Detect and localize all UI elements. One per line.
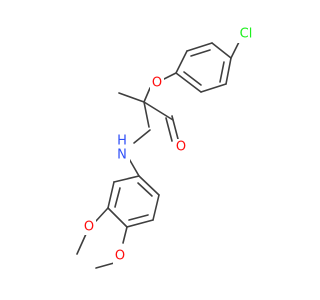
bond-ring1-c	[211, 42, 232, 59]
bond-c-cl	[230, 41, 240, 59]
bond-ring1-e	[200, 83, 227, 93]
bond-ring2-e	[152, 194, 160, 221]
atom-label-layer: Cl O O H N O O	[82, 25, 258, 264]
bond-ring1-a	[175, 50, 188, 74]
bond-ring1-f	[175, 72, 202, 93]
amide-nitrogen-atom-label: N	[117, 148, 127, 163]
carbonyl-oxygen-atom-label: O	[176, 140, 186, 155]
bond-ring2-d-inner	[128, 214, 149, 221]
bond-ring2-f-inner	[137, 182, 153, 197]
chlorine-atom-label: Cl	[240, 27, 253, 42]
methoxy-oxygen-2-atom-label: O	[115, 249, 125, 264]
o-methoxy-1-label-bg	[82, 219, 96, 235]
bond-cq-me2	[143, 101, 150, 128]
bond-cc-n	[133, 129, 151, 144]
o-ether-label-bg	[150, 75, 164, 91]
bond-ring2-b	[107, 181, 115, 209]
cl-label-bg	[236, 25, 258, 43]
o-methoxy-2-label-bg	[113, 248, 127, 264]
bond-ring1-o	[161, 72, 177, 81]
molecule-structure-diagram: Cl O O H N O O	[76, 25, 258, 269]
bond-ome2-me	[95, 262, 115, 269]
bond-c-o-double-1	[171, 115, 179, 140]
bond-c-o-double-2	[165, 117, 173, 142]
bond-ring1-d	[225, 57, 232, 85]
methoxy-oxygen-1-atom-label: O	[84, 220, 94, 235]
o-carbonyl-label-bg	[174, 139, 188, 155]
bond-layer	[76, 41, 240, 269]
bond-ring1-d-inner	[219, 61, 225, 83]
bond-ring2-ome2	[122, 226, 128, 244]
nh-label-bg	[114, 136, 130, 162]
bond-ring1-b	[186, 42, 213, 52]
bond-ring2-c	[107, 207, 128, 228]
bond-ring2-ome1	[95, 207, 109, 222]
bond-ome1-me	[76, 233, 87, 255]
bond-ring2-d	[126, 219, 154, 228]
amide-hydrogen-atom-label: H	[117, 134, 127, 149]
bond-ring2-a	[113, 175, 140, 183]
bond-ring1-b-inner	[190, 49, 211, 57]
bond-o-cq	[143, 87, 151, 103]
bond-ring2-f	[138, 175, 160, 196]
bond-ring2-b-inner	[114, 187, 121, 208]
bond-cq-me1	[118, 92, 145, 103]
bond-ring1-f-inner	[183, 71, 202, 86]
bond-cq-cc	[143, 101, 174, 121]
ether-oxygen-atom-label: O	[152, 76, 162, 91]
